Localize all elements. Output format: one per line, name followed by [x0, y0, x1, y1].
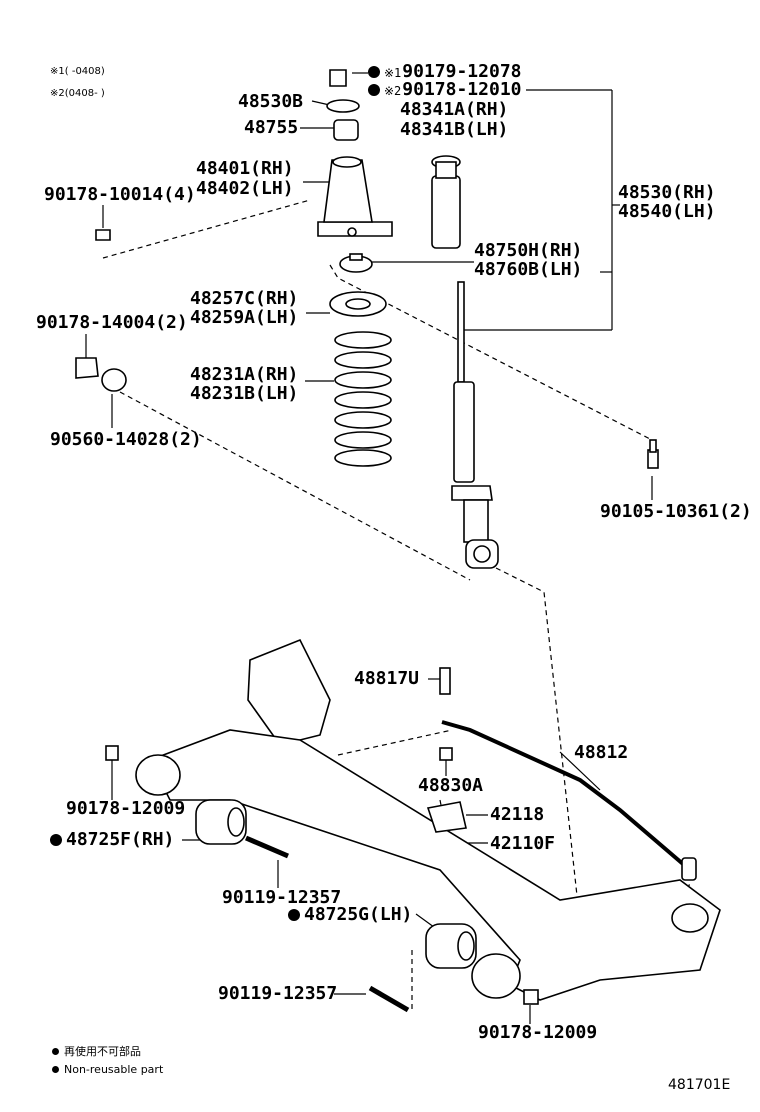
mark-1: ※1: [384, 66, 402, 80]
non-reusable-dot-icon: [368, 84, 380, 96]
label-42110f: 42110F: [490, 833, 556, 854]
label-90178-12009-b: 90178-12009: [478, 1022, 598, 1043]
non-reusable-dot-icon: [52, 1066, 59, 1073]
non-reusable-dot-icon: [52, 1048, 59, 1055]
label-48341a: 48341A(RH): [400, 99, 509, 120]
label-48750h: 48750H(RH): [474, 240, 583, 261]
bolt-48817u: [439, 667, 451, 695]
nut-90178-12009-b: [523, 989, 539, 1005]
bound-stopper-48341: [431, 155, 461, 249]
label-48725f: 48725F(RH): [50, 831, 174, 849]
label-text: 90179-12078: [402, 61, 522, 82]
note-1: ※1( -0408): [50, 67, 105, 77]
label-90105-10361: 90105-10361(2): [600, 501, 752, 522]
label-text: 90178-12010: [402, 79, 522, 100]
bushing-48725g: [425, 923, 477, 969]
bushing-48755: [333, 119, 359, 141]
legend-en-text: Non-reusable part: [64, 1063, 164, 1076]
label-48725g: 48725G(LH): [288, 906, 412, 924]
label-48231b: 48231B(LH): [190, 383, 299, 404]
diagram-code: 481701E: [668, 1077, 731, 1093]
label-90119-12357-b: 90119-12357: [218, 983, 338, 1004]
note-2: ※2(0408- ): [50, 89, 105, 99]
bushing-48725f: [195, 799, 247, 845]
label-48257c: 48257C(RH): [190, 288, 299, 309]
label-48755: 48755: [244, 117, 299, 138]
seat-48750h: [339, 253, 373, 273]
label-48402: 48402(LH): [196, 178, 294, 199]
note-2-range: (0408- ): [64, 88, 105, 99]
upper-support-48401: [317, 156, 393, 237]
label-48401: 48401(RH): [196, 158, 294, 179]
washer-90560: [101, 368, 127, 392]
label-48341b: 48341B(LH): [400, 119, 509, 140]
note-2-mark: ※2: [50, 88, 65, 99]
label-48259a: 48259A(LH): [190, 307, 299, 328]
label-48530b: 48530B: [238, 91, 304, 112]
legend-jp: 再使用不可部品: [52, 1046, 141, 1057]
rear-axle-beam-42110f: [135, 638, 721, 1001]
non-reusable-dot-icon: [50, 834, 62, 846]
legend-en: Non-reusable part: [52, 1064, 163, 1075]
mark-2: ※2: [384, 84, 402, 98]
label-90179-12078: ※190179-12078: [368, 63, 522, 81]
note-1-mark: ※1: [50, 66, 65, 77]
label-text: 48725G(LH): [304, 904, 413, 925]
coil-spring-48231: [334, 331, 392, 467]
bolt-90178-10014: [95, 229, 111, 241]
label-48817u: 48817U: [354, 668, 420, 689]
label-48231a: 48231A(RH): [190, 364, 299, 385]
label-text: 48725F(RH): [66, 829, 175, 850]
label-90560-14028: 90560-14028(2): [50, 429, 202, 450]
bolt-90105: [647, 439, 659, 469]
bolt-90119-b: [368, 985, 410, 1013]
label-90178-10014: 90178-10014(4): [44, 184, 196, 205]
spring-insulator-48257c: [329, 291, 387, 317]
spring-seat-48530b: [326, 99, 360, 113]
nut-90178-12009-a: [105, 745, 119, 761]
label-48830a: 48830A: [418, 775, 484, 796]
label-48530: 48530(RH): [618, 182, 716, 203]
bolt-90119-a: [245, 835, 289, 859]
nut-90178-14004: [75, 357, 99, 379]
label-90178-12009-a: 90178-12009: [66, 798, 186, 819]
stabilizer-bar-48812: [441, 720, 697, 881]
label-90178-12010: ※290178-12010: [368, 81, 522, 99]
label-90119-12357-a: 90119-12357: [222, 887, 342, 908]
nut-48830a: [439, 747, 453, 761]
shock-absorber-48530: [451, 281, 499, 569]
legend-jp-text: 再使用不可部品: [64, 1045, 141, 1058]
upper-nut: [329, 69, 347, 87]
label-48760b: 48760B(LH): [474, 259, 583, 280]
label-90178-14004: 90178-14004(2): [36, 312, 188, 333]
label-42118: 42118: [490, 804, 545, 825]
note-1-range: ( -0408): [64, 66, 105, 77]
bracket-42118: [426, 801, 467, 833]
label-48540: 48540(LH): [618, 201, 716, 222]
non-reusable-dot-icon: [368, 66, 380, 78]
non-reusable-dot-icon: [288, 909, 300, 921]
label-48812: 48812: [574, 742, 629, 763]
